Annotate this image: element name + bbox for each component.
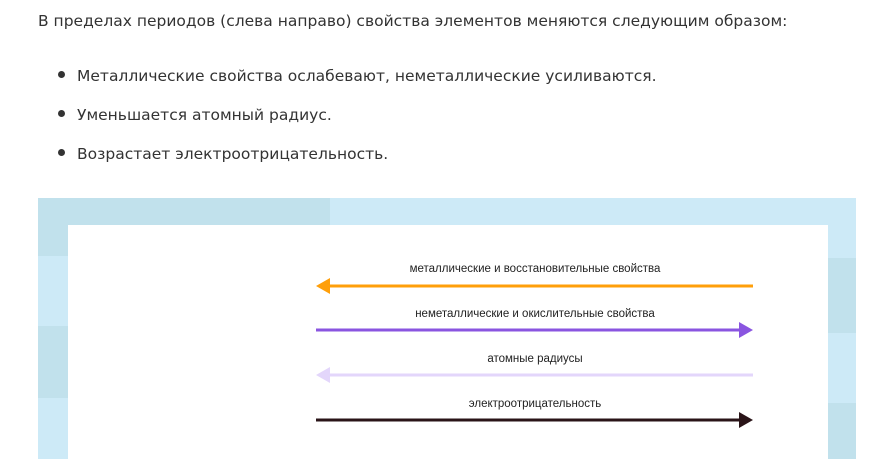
arrow-label-electronegativity: электроотрицательность: [468, 398, 602, 410]
arrows-layer: [316, 278, 753, 428]
arrow-right: [316, 412, 753, 428]
bullet-text: Металлические свойства ослабевают, немет…: [77, 67, 657, 85]
arrow-head: [316, 278, 330, 294]
bullet-text: Уменьшается атомный радиус.: [77, 106, 332, 124]
period-trends-diagram: металлические и восстановительные свойст…: [38, 198, 856, 459]
bullet-dot: [58, 71, 65, 78]
intro-paragraph: В пределах периодов (слева направо) свой…: [38, 12, 788, 30]
arrow-head: [739, 322, 753, 338]
arrow-head: [316, 367, 330, 383]
bullet-item: Возрастает электроотрицательность.: [58, 145, 388, 163]
bullet-text: Возрастает электроотрицательность.: [77, 145, 389, 163]
bullet-item: Металлические свойства ослабевают, немет…: [58, 67, 657, 85]
arrow-left: [316, 278, 753, 294]
bullet-dot: [58, 110, 65, 117]
arrow-right: [316, 322, 753, 338]
arrow-label-metallic: металлические и восстановительные свойст…: [409, 263, 661, 275]
arrow-label-nonmetallic: неметаллические и окислительные свойства: [415, 308, 655, 320]
arrow-label-atomic-radius: атомные радиусы: [487, 353, 583, 365]
bullet-dot: [58, 149, 65, 156]
arrow-left: [316, 367, 753, 383]
bullet-item: Уменьшается атомный радиус.: [58, 106, 332, 124]
arrow-head: [739, 412, 753, 428]
